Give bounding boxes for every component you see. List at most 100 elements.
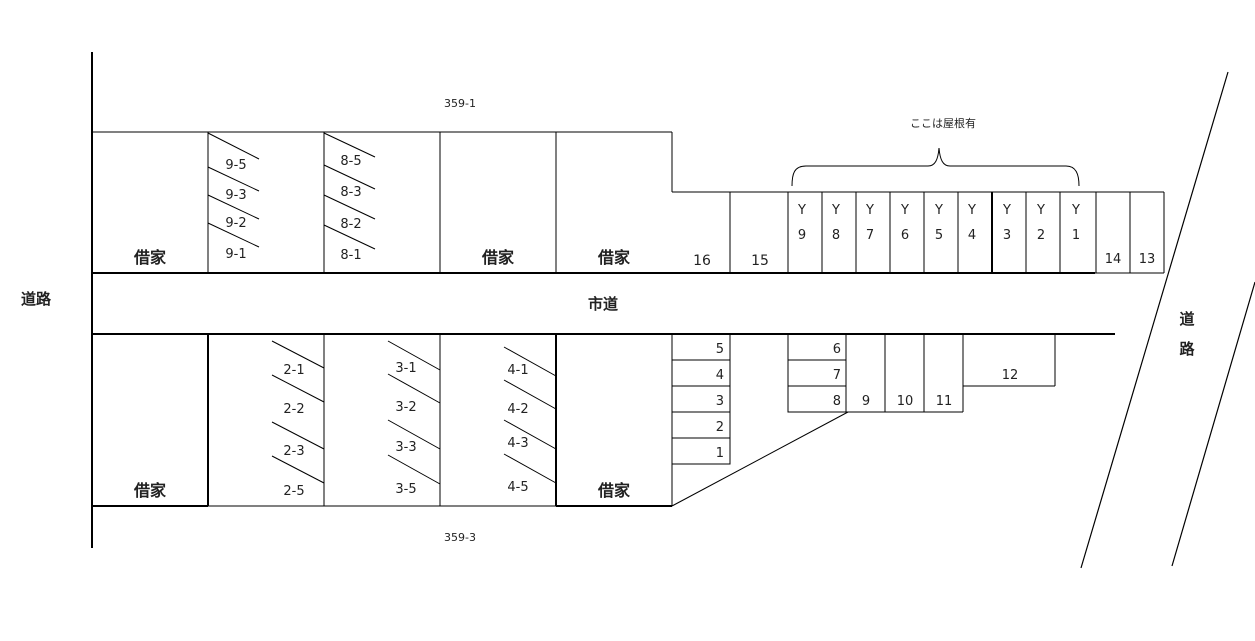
space-label: 3-3 [395,440,416,455]
y-number: 8 [832,228,840,243]
rental-house-label: 借家 [133,248,167,267]
space-label: 13 [1139,252,1156,267]
stall-line [207,194,260,220]
stall-line [323,164,376,190]
space-label: 9 [862,394,870,409]
stall-line [207,132,260,160]
stall-line [207,222,260,248]
stall-line [387,419,441,450]
space-label: 8 [833,394,841,409]
y-number: 4 [968,228,976,243]
space-label: 9-2 [225,216,246,231]
lot-boundary-diagonal [671,411,849,507]
space-label: 12 [1002,368,1019,383]
space-label: 2-5 [283,484,304,499]
space-label: 14 [1105,252,1122,267]
stack-mid-outline [787,333,847,413]
stall-line [503,453,557,484]
space-label: 4-5 [507,480,528,495]
space-label: 6 [833,342,841,357]
space-label: 9-1 [225,247,246,262]
space-label: 4 [716,368,724,383]
y-letter: Y [1071,203,1080,218]
space-label: 4-2 [507,402,528,417]
rental-house-label: 借家 [597,248,631,267]
text-labels: 道路 道 路 市道 359-1 359-3 ここは屋根有 借家 借家 借家 借家… [21,97,1196,544]
space-label: 5 [716,342,724,357]
space-label: 7 [833,368,841,383]
stall-line [271,374,325,403]
stall-line [271,421,325,450]
y-number: 3 [1003,228,1011,243]
stall-line [503,346,557,377]
y-number: 9 [798,228,806,243]
road-lines [91,52,1255,569]
space-label: 9-5 [225,158,246,173]
space-label: 2-2 [283,402,304,417]
lower-block-row [92,334,673,507]
roof-note: ここは屋根有 [910,116,976,130]
y-number: 2 [1037,228,1045,243]
lower-diagonal-stalls [271,340,557,485]
lower-right-spaces [671,333,1056,507]
space-label: 2 [716,420,724,435]
space-label: 16 [693,253,711,269]
stall-line [207,166,260,192]
y-letter: Y [967,203,976,218]
space-label: 3 [716,394,724,409]
space-label: 8-3 [340,185,361,200]
stall-line [387,454,441,485]
y-letter: Y [865,203,874,218]
space-label: 4-3 [507,436,528,451]
space-label: 15 [751,253,769,269]
stall-line [323,224,376,250]
y-number: 1 [1072,228,1080,243]
lot-top-label: 359-1 [444,97,476,110]
space-label: 9-3 [225,188,246,203]
road-label-left: 道路 [21,290,52,308]
road-label-right-1: 道 [1179,310,1194,328]
stall-line [271,455,325,484]
space-label: 2-1 [283,363,304,378]
stall-line [323,194,376,220]
rental-house-label: 借家 [133,481,167,500]
road-label-right-2: 路 [1179,340,1195,358]
stall-line [323,132,376,158]
space-label: 4-1 [507,363,528,378]
stack-left-spaces [671,333,731,465]
lot-bottom-label: 359-3 [444,531,476,544]
upper-block-row [92,131,673,273]
stall-line [387,340,441,371]
space-label: 8-5 [340,154,361,169]
y-letter: Y [900,203,909,218]
y-number: 6 [901,228,909,243]
city-road-label: 市道 [588,295,618,313]
space-label: 8-2 [340,217,361,232]
y-letter: Y [1036,203,1045,218]
stack-left-outline [671,333,731,465]
right-road-edge-1 [1080,71,1229,569]
stall-line [271,340,325,369]
stall-line [503,419,557,450]
rental-house-label: 借家 [597,481,631,500]
upper-right-spaces [672,191,1165,274]
space-label: 8-1 [340,248,361,263]
y-letter: Y [797,203,806,218]
right-road-edge-2 [1171,281,1255,567]
y-letter: Y [1002,203,1011,218]
y-letter: Y [934,203,943,218]
space-label: 2-3 [283,444,304,459]
upper-diagonal-stalls [207,132,376,250]
roof-brace [791,147,1080,187]
space-label: 1 [716,446,724,461]
space-label: 11 [936,394,953,409]
y-number: 5 [935,228,943,243]
space-label: 10 [897,394,914,409]
stall-line [387,373,441,404]
space-label: 3-1 [395,361,416,376]
stall-line [503,379,557,410]
space-label: 3-5 [395,482,416,497]
y-letter: Y [831,203,840,218]
rental-house-label: 借家 [481,248,515,267]
